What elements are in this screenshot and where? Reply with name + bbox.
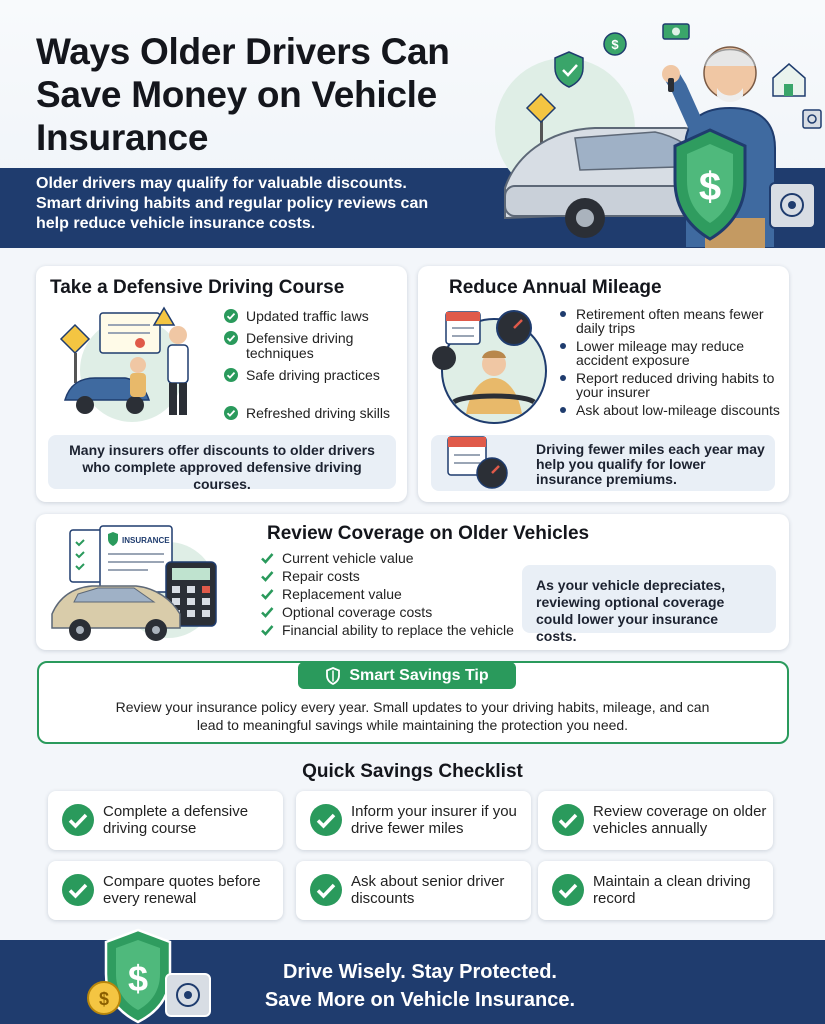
shield-dollar-icon: $ (104, 928, 172, 1024)
driving-instructor-illustration (59, 306, 189, 422)
check-icon (224, 309, 238, 326)
house-icon (772, 63, 806, 97)
svg-text:$: $ (99, 989, 109, 1009)
footer-slogan: Drive Wisely. Stay Protected. Save More … (210, 958, 630, 1014)
mileage-tips-list: Retirement often means fewer daily trips… (560, 307, 782, 417)
check-circle-icon (62, 874, 94, 906)
list-item: Financial ability to replace the vehicle (260, 623, 515, 638)
checkmark-icon (260, 551, 274, 568)
checklist-item: Complete a defensive driving course (48, 791, 283, 850)
calculator-icon (165, 561, 217, 627)
list-item: Report reduced driving habits to your in… (560, 371, 782, 399)
coin-icon: $ (87, 981, 121, 1015)
money-bag-icon: $ (603, 32, 627, 56)
mileage-illustration (432, 310, 547, 424)
list-item: Repair costs (260, 569, 515, 584)
list-item: Replacement value (260, 587, 515, 602)
coverage-title: Review Coverage on Older Vehicles (267, 523, 590, 544)
defensive-benefits-list: Updated traffic laws Defensive driving t… (224, 309, 399, 421)
intro-text: Older drivers may qualify for valuable d… (36, 175, 429, 232)
checkmark-icon (260, 605, 274, 622)
calendar-icon (445, 311, 481, 345)
defensive-note: Many insurers offer discounts to older d… (48, 435, 396, 492)
page-title: Ways Older Drivers Can Save Money on Veh… (36, 31, 450, 158)
svg-text:$: $ (699, 165, 721, 209)
defensive-driving-title: Take a Defensive Driving Course (50, 277, 345, 298)
list-item: Defensive driving techniques (224, 331, 399, 361)
footer-shield-safe-icon: $ $ (87, 928, 211, 1024)
check-circle-icon (310, 874, 342, 906)
check-circle-icon (62, 804, 94, 836)
check-icon (224, 368, 238, 385)
check-circle-icon (310, 804, 342, 836)
checkmark-icon (260, 623, 274, 640)
svg-text:$: $ (128, 958, 148, 999)
list-item: Refreshed driving skills (224, 406, 399, 421)
mileage-note: Driving fewer miles each year may help y… (536, 441, 765, 487)
safe-icon (165, 973, 211, 1017)
road-sign-icon (525, 92, 557, 148)
smart-savings-tip-label: Smart Savings Tip (298, 662, 516, 689)
insurance-doc-label: INSURANCE (122, 536, 170, 545)
calendar-speedometer-icon (447, 436, 508, 489)
check-icon (224, 331, 238, 348)
safe-icon (769, 182, 816, 229)
checkmark-icon (260, 587, 274, 604)
smart-savings-tip-text: Review your insurance policy every year.… (115, 699, 710, 733)
check-circle-icon (552, 874, 584, 906)
list-item: Updated traffic laws (224, 309, 399, 324)
footer-line-2: Save More on Vehicle Insurance. (264, 989, 576, 1011)
list-item: Current vehicle value (260, 551, 515, 566)
list-item: Ask about low-mileage discounts (560, 403, 782, 417)
checklist-item: Review coverage on older vehicles annual… (538, 791, 773, 850)
list-item: Safe driving practices (224, 368, 399, 383)
list-item: Optional coverage costs (260, 605, 515, 620)
list-item: Lower mileage may reduce accident exposu… (560, 339, 782, 367)
coverage-note: As your vehicle depreciates, reviewing o… (522, 565, 776, 644)
hero-illustration: $ (495, 23, 822, 248)
checklist-item: Compare quotes before every renewal (48, 861, 283, 920)
svg-text:$: $ (611, 37, 619, 52)
checklist-title: Quick Savings Checklist (302, 761, 523, 782)
speedometer-icon (496, 310, 532, 346)
mileage-title: Reduce Annual Mileage (449, 277, 662, 298)
shield-icon (326, 666, 341, 685)
footer-line-1: Drive Wisely. Stay Protected. (282, 961, 557, 983)
checklist-item: Maintain a clean driving record (538, 861, 773, 920)
check-icon (224, 406, 238, 423)
money-icon (662, 23, 690, 40)
safe-small-icon (802, 109, 822, 129)
coverage-illustration: INSURANCE (51, 525, 217, 641)
shield-dollar-icon: $ (673, 128, 747, 241)
checkmark-icon (260, 569, 274, 586)
coverage-factors-list: Current vehicle value Repair costs Repla… (260, 551, 515, 638)
shield-small-icon (554, 51, 584, 88)
check-circle-icon (552, 804, 584, 836)
checklist-item: Ask about senior driver discounts (296, 861, 531, 920)
list-item: Retirement often means fewer daily trips (560, 307, 782, 335)
checklist-item: Inform your insurer if you drive fewer m… (296, 791, 531, 850)
